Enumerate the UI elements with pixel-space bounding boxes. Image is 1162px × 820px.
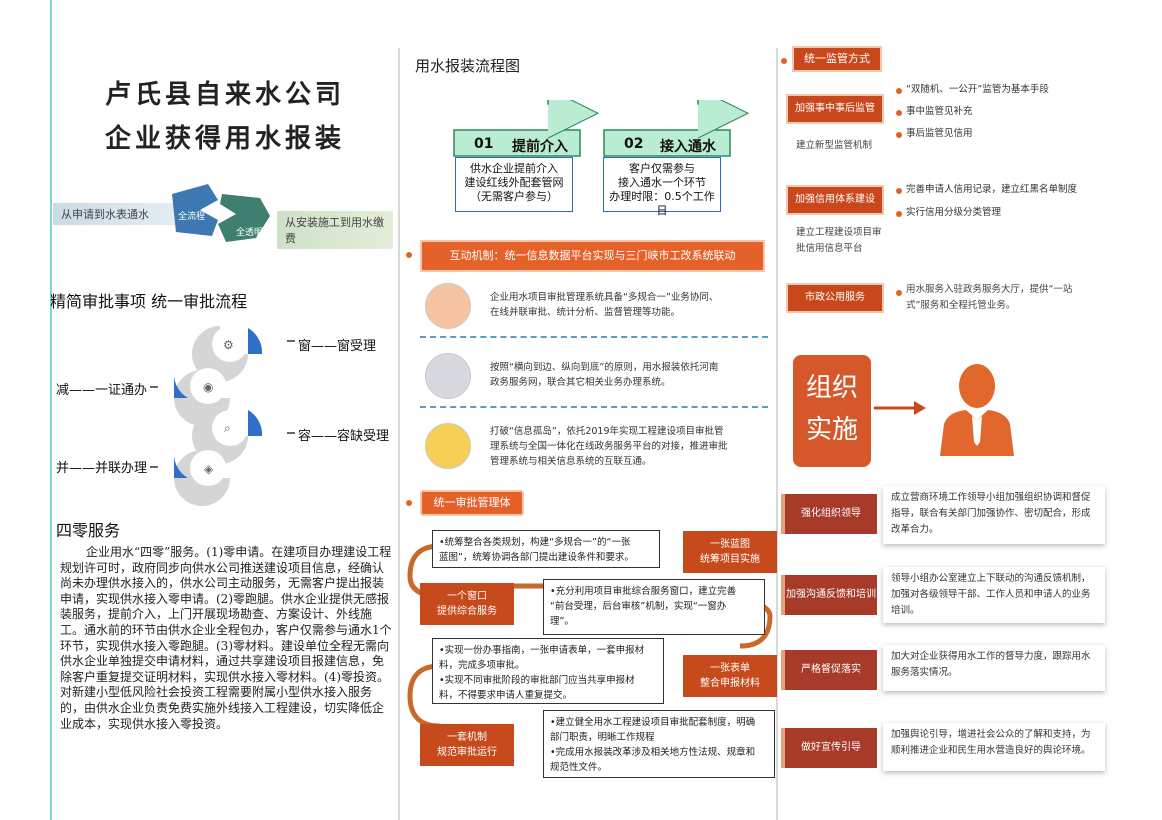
measure-text-2: 领导小组办公室建立上下联动的沟通反馈机制，加强对各级领导干部、工作人员和申请人的… [883, 567, 1105, 623]
measure-text-1: 成立营商环境工作领导小组加强组织协调和督促指导，联合有关部门加强协作、密切配合，… [883, 486, 1105, 544]
flow-text-2: •充分利用项目审批综合服务窗口，建立完善 “前台受理，后台审核”机制，实现“一窗… [543, 579, 765, 635]
flow-text-4: •建立健全用水工程建设项目审批配套制度，明确 部门职责，明晰工作规程 •完成用水… [543, 710, 775, 778]
phase2-line: 办理时限：0.5个工作日 [609, 190, 715, 217]
page-title-line2: 企业获得用水报装 [104, 124, 345, 154]
org-implementation-box: 组织 实施 [793, 355, 871, 467]
phase1-body: 供水企业提前介入 建设红线外配套管网 （无需客户参与） [455, 157, 573, 212]
bullet-dot [896, 188, 902, 194]
mech-text-1: 企业用水项目审批管理系统具备“多规合一”业务协同、 在线并联审批、统计分析、监督… [490, 292, 719, 318]
phase1-number: 01 [474, 136, 494, 152]
connector-dot [150, 466, 158, 468]
hands-icon-label-2: 全透明 [236, 228, 264, 238]
group-tag-2: 加强信用体系建设 [786, 185, 884, 215]
page-title-line1: 卢氏县自来水公司 [104, 80, 345, 110]
phase1-line: 供水企业提前介入 [470, 162, 558, 175]
arc-label-reduce: 减——一证通办 [56, 383, 148, 398]
bullet-dot [781, 58, 787, 64]
group-item: 事后监管见信用 [906, 128, 973, 139]
mech-circle-2 [425, 353, 471, 399]
flow-tag-2: 一个窗口 提供综合服务 [420, 583, 514, 625]
mech-circle-3 [425, 423, 471, 469]
section-heading-four-zero: 四零服务 [56, 521, 121, 540]
divider-dashed [420, 336, 768, 338]
measure-tag-2: 加强沟通反馈和培训 [781, 575, 877, 615]
location-icon: ◈ [204, 462, 214, 476]
system-tag: 统一审批管理体 [420, 490, 524, 516]
connector-dot [150, 386, 158, 388]
group-sub-1: 建立新型监管机制 [796, 140, 873, 151]
column-divider-left [398, 48, 400, 820]
group-item: 完善申请人信用记录，建立红黑名单制度 [906, 184, 1078, 195]
arc-label-tolerate: 容——容缺受理 [298, 429, 390, 444]
left-edge-line [50, 0, 52, 820]
handshake-icon [172, 184, 270, 242]
measure-tag-4: 做好宣传引导 [781, 728, 877, 768]
four-zero-paragraph: 企业用水“四零”服务。(1)零申请。在建项目办理建设工程规划许可时，政府同步向供… [60, 545, 392, 731]
divider-dashed [420, 406, 768, 408]
phase-arrows [453, 100, 750, 157]
phase1-line: 建设红线外配套管网 [464, 176, 564, 189]
measure-text-4: 加强舆论引导，增进社会公众的了解和支持，为顺利推进企业和民生用水营造良好的舆论环… [883, 723, 1105, 771]
hands-left-caption: 从申请到水表通水 [53, 203, 183, 225]
mech-text-3: 打破“信息孤岛”，依托2019年实现工程建设项目审批管 理系统与全国一体化在线政… [490, 426, 728, 467]
section-heading-approval: 精简审批事项 统一审批流程 [50, 292, 248, 311]
flow-text-1: •统筹整合各类规划，构建“多规合一”的“一张 蓝图”，统筹协调各部门提出建设条件… [432, 530, 660, 568]
group-item: “双随机、一公开”监管为基本手段 [906, 84, 1049, 95]
hands-icon-label-1: 全流程 [178, 212, 206, 222]
bullet-dot [406, 500, 412, 506]
bullet-dot [896, 211, 902, 217]
flow-tag-4: 一套机制 规范审批运行 [420, 724, 514, 766]
column-divider-right [776, 48, 778, 820]
phase2-number: 02 [624, 136, 644, 152]
phase1-name: 提前介入 [512, 139, 568, 155]
group-item: 事中监管见补充 [906, 106, 973, 117]
gear-icon: ⚙ [223, 338, 234, 352]
arrow-right-icon [874, 401, 926, 415]
phase2-name: 接入通水 [660, 139, 716, 155]
group-item: 用水服务入驻政务服务大厅，提供“一站式”服务和全程托管业务。 [906, 284, 1073, 311]
bullet-dot [896, 132, 902, 138]
phase2-line: 客户仅需参与 [629, 162, 695, 175]
phase2-body: 客户仅需参与 接入通水一个环节 办理时限：0.5个工作日 [603, 157, 721, 217]
flow-text-3: •实现一份办事指南，一张申请表单，一套申报材 料，完成多项审批。 •实现不同审批… [432, 638, 664, 704]
group-tag-3: 市政公用服务 [786, 283, 884, 313]
chat-icon: ◉ [203, 380, 214, 394]
group-sub-2: 建立工程建设项目审批信用信息平台 [796, 227, 882, 254]
interaction-banner: 互动机制：统一信息数据平台实现与三门峡市工改系统联动 [420, 240, 765, 272]
person-icon [940, 364, 1014, 456]
supervision-heading: 统一监管方式 [792, 46, 882, 72]
phase1-line: （无需客户参与） [470, 190, 558, 203]
hands-right-caption: 从安装施工到用水缴费 [277, 211, 393, 249]
connector-dot [287, 432, 295, 434]
phase2-line: 接入通水一个环节 [618, 176, 706, 189]
flow-tag-1: 一张蓝图 统筹项目实施 [683, 531, 777, 573]
bullet-dot [896, 88, 902, 94]
measure-tag-3: 严格督促落实 [781, 650, 877, 690]
mech-circle-1 [425, 283, 471, 329]
search-icon: ⌕ [224, 421, 231, 435]
measure-tag-1: 强化组织领导 [781, 494, 877, 534]
approval-arc-diagram [173, 326, 263, 506]
group-tag-1: 加强事中事后监管 [786, 94, 884, 124]
flow-tag-3: 一张表单 整合申报材料 [683, 655, 777, 697]
connector-dot [287, 340, 295, 342]
flowchart-title: 用水报装流程图 [415, 57, 521, 75]
arc-label-window: 窗——窗受理 [298, 339, 377, 354]
group-item: 实行信用分级分类管理 [906, 207, 1002, 218]
arc-label-parallel: 并——并联办理 [56, 461, 148, 476]
mech-text-2: 按照“横向到边、纵向到底”的原则，用水报装依托河南 政务服务网，联合其它相关业务… [490, 362, 719, 388]
bullet-dot [896, 110, 902, 116]
bullet-dot [896, 290, 902, 296]
bullet-dot [406, 252, 412, 258]
measure-text-3: 加大对企业获得用水工作的督导力度，跟踪用水服务落实情况。 [883, 645, 1105, 691]
